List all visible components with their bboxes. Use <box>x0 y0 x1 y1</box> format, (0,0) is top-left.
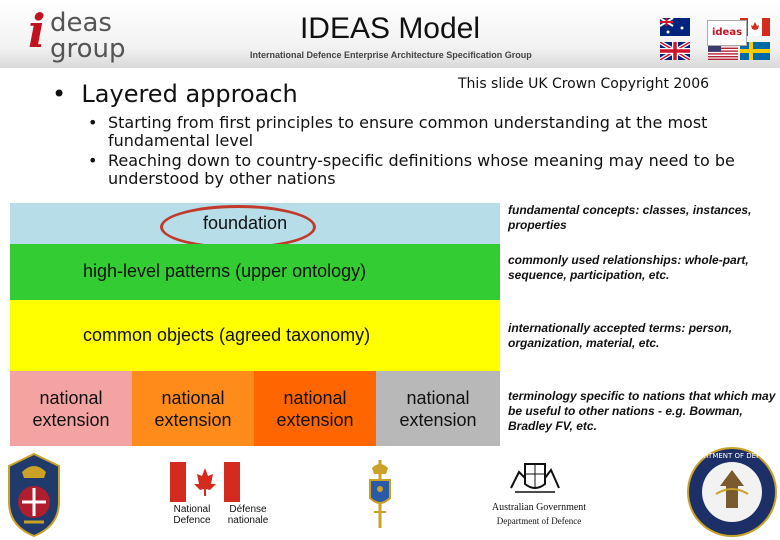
slide-title: IDEAS Model <box>299 12 481 45</box>
canada-defence-flag-icon <box>170 462 240 502</box>
foundation-description: fundamental concepts: classes, instances… <box>508 203 752 232</box>
sweden-flag-icon <box>740 42 770 60</box>
copyright-notice: This slide UK Crown Copyright 2006 <box>458 76 710 92</box>
slide-subtitle: International Defence Enterprise Archite… <box>250 50 532 60</box>
main-bullet-text: Layered approach <box>81 80 298 108</box>
national-extension-4: national extension <box>376 371 500 446</box>
member-flags <box>658 16 770 62</box>
sweden-armed-forces-emblem-icon <box>369 460 391 528</box>
common-objects-description: internationally accepted terms: person, … <box>508 321 733 350</box>
australia-flag-icon <box>660 18 690 36</box>
common-objects-layer: common objects (agreed taxonomy) <box>10 300 500 371</box>
high-level-layer: high-level patterns (upper ontology) <box>10 244 500 300</box>
uk-mod-crest-icon <box>8 452 60 538</box>
australia-department-text: Department of Defence <box>496 516 582 526</box>
national-extension-3: national extension <box>254 371 376 446</box>
common-objects-label: common objects (agreed taxonomy) <box>83 325 371 345</box>
national-extension-1: national extension <box>10 371 132 446</box>
canada-defense-nationale-text: Défense nationale <box>227 504 269 526</box>
slide-header: i deas group IDEAS Model International D… <box>0 0 780 68</box>
australia-government-text: Australian Government <box>491 502 587 513</box>
logo-mark: i <box>28 4 46 58</box>
sub-bullet-list: Starting from first principles to ensure… <box>88 114 768 190</box>
us-department-of-defense-seal-icon: DEPARTMENT OF DEFENSE <box>686 447 778 537</box>
logo-text-top: deas <box>50 8 112 38</box>
sub-bullet-item: Reaching down to country-specific defini… <box>88 152 768 188</box>
australia-coat-of-arms-icon <box>510 463 560 493</box>
high-level-label: high-level patterns (upper ontology) <box>83 261 367 281</box>
foundation-highlight-ellipse <box>160 205 316 249</box>
ideas-mini-logo: ideas <box>707 20 747 46</box>
sub-bullet-item: Starting from first principles to ensure… <box>88 114 768 150</box>
logo-text-bottom: group <box>50 34 126 64</box>
high-level-description: commonly used relationships: whole-part,… <box>508 253 749 282</box>
main-bullet: • Layered approach <box>52 80 298 108</box>
uk-flag-icon <box>660 42 690 60</box>
national-description: terminology specific to nations that whi… <box>508 389 776 433</box>
national-extension-2: national extension <box>132 371 254 446</box>
ideas-group-logo: i deas group <box>28 4 126 64</box>
canada-national-defence-text: National Defence <box>173 504 211 526</box>
bullet-dot: • <box>52 80 82 108</box>
usa-seal-text: DEPARTMENT OF DEFENSE <box>686 452 778 460</box>
